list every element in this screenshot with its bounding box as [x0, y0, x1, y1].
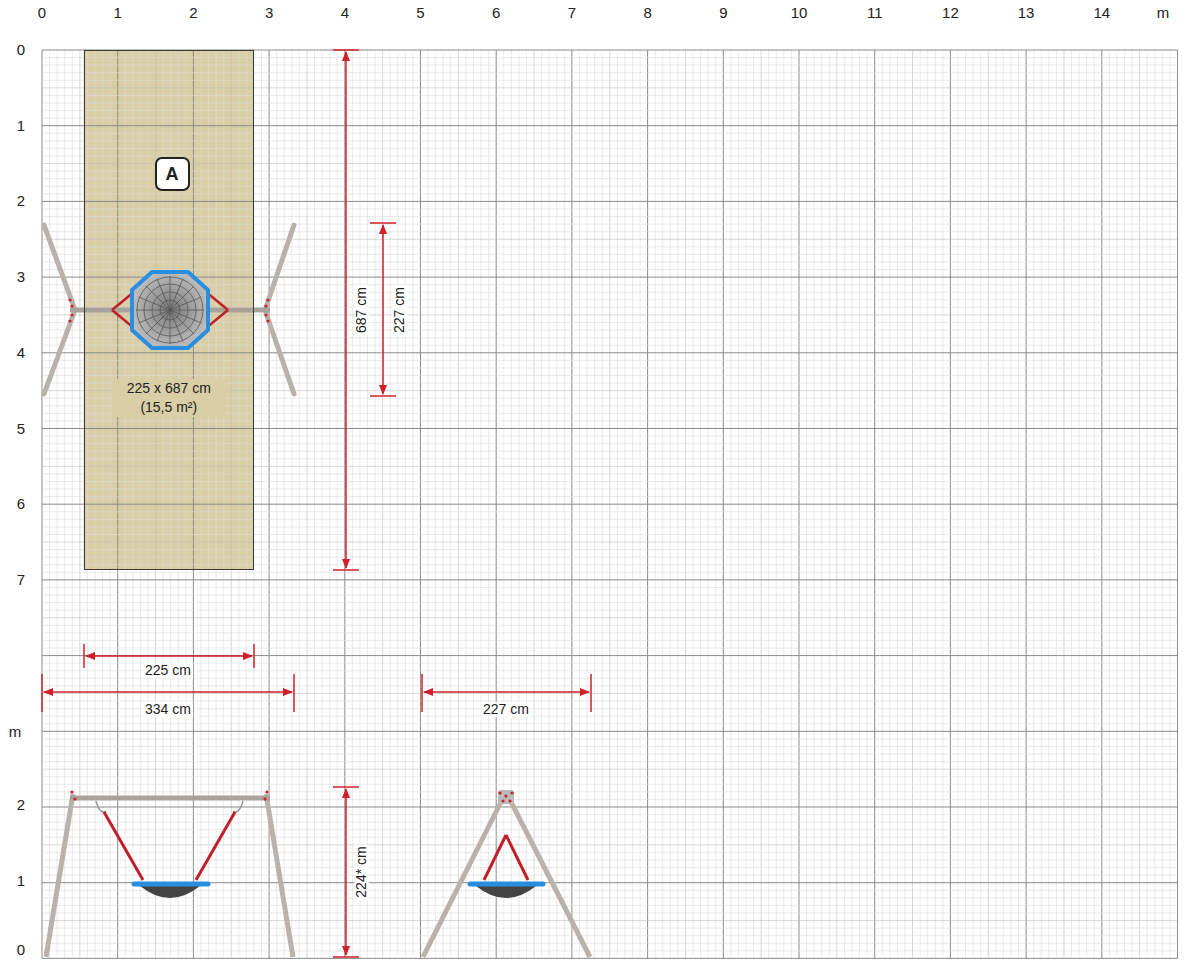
dimension-label: 225 cm	[143, 663, 193, 678]
axis-label: 12	[940, 5, 961, 22]
axis-label: 1	[15, 873, 27, 890]
dimension-lines	[42, 50, 591, 957]
axis-label: 0	[15, 942, 27, 959]
axis-label: 10	[789, 5, 810, 22]
dimension-label: 687 cm	[354, 285, 369, 335]
area-size: 225 x 687 cm (15,5 m²)	[113, 379, 225, 417]
axis-label: 1	[112, 5, 124, 22]
area-letter: A	[166, 162, 179, 186]
axis-label: 2	[15, 193, 27, 210]
axis-label: 7	[566, 5, 578, 22]
axis-label: 0	[15, 42, 27, 59]
axis-label: 6	[15, 496, 27, 513]
axis-label: 1	[15, 117, 27, 134]
axis-label: 6	[490, 5, 502, 22]
swing-side-view	[423, 790, 590, 957]
axis-label: m	[7, 724, 24, 741]
dimension-label: 227 cm	[392, 285, 407, 335]
axis-label: 3	[15, 269, 27, 286]
axis-label: 4	[15, 345, 27, 362]
axis-label: 13	[1016, 5, 1037, 22]
grid-lines	[42, 50, 1178, 958]
axis-label: 5	[414, 5, 426, 22]
axis-label: 4	[339, 5, 351, 22]
axis-label: 2	[15, 797, 27, 814]
swing-top-view	[44, 225, 294, 394]
play-area: 225 x 687 cm (15,5 m²) A	[84, 50, 254, 570]
axis-label: m	[1155, 5, 1172, 22]
axis-label: 7	[15, 572, 27, 589]
axis-label: 14	[1091, 5, 1112, 22]
area-marker: A	[155, 157, 190, 191]
dimension-label: 224* cm	[354, 844, 369, 899]
dimension-label: 227 cm	[481, 702, 531, 717]
axis-label: 8	[641, 5, 653, 22]
axis-label: 2	[187, 5, 199, 22]
axis-label: 11	[865, 5, 885, 22]
axis-label: 0	[36, 5, 48, 22]
dimension-label: 334 cm	[143, 702, 193, 717]
axis-label: 9	[717, 5, 729, 22]
swing-front-view	[46, 790, 293, 957]
axis-label: 5	[15, 420, 27, 437]
axis-label: 3	[263, 5, 275, 22]
